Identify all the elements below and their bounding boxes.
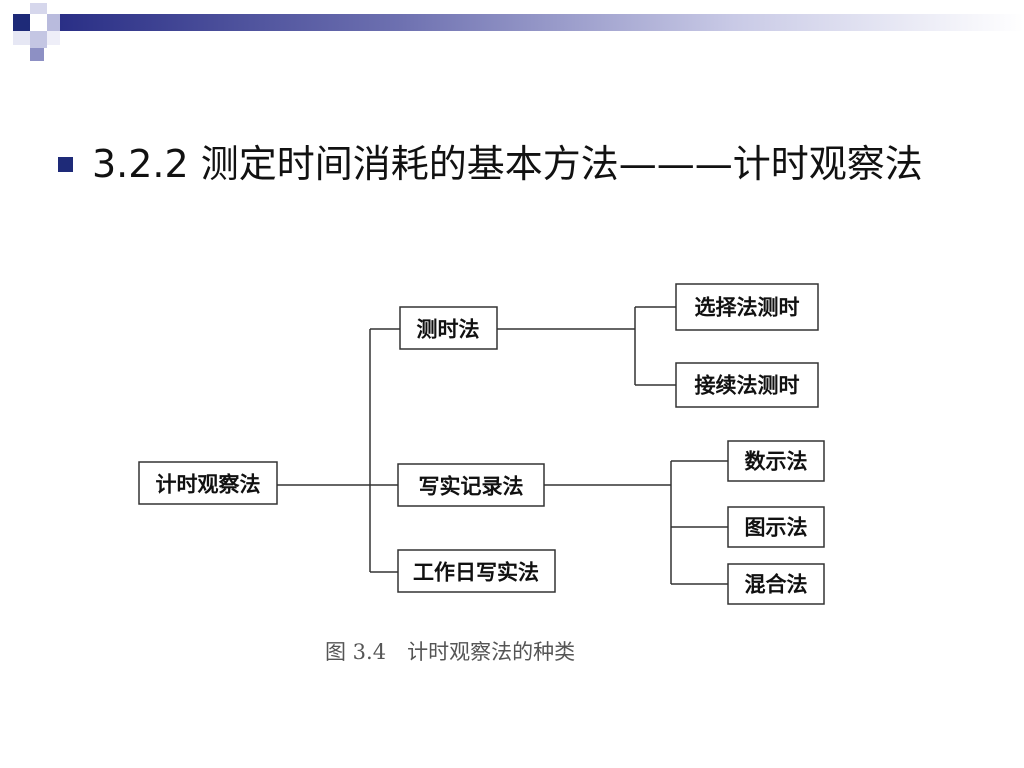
leaf-label: 混合法 <box>745 572 808 597</box>
root-node-box <box>138 461 278 505</box>
leaf-label: 图示法 <box>745 515 808 540</box>
decor-square <box>13 14 30 31</box>
slide-header-decoration <box>0 0 1024 61</box>
branch-label-recording: 写实记录法 <box>419 474 524 499</box>
figure-caption: 图 3.4 计时观察法的种类 <box>325 640 575 664</box>
leaf-label: 接续法测时 <box>695 373 800 398</box>
root-node-label: 计时观察法 <box>156 472 261 497</box>
decor-square <box>13 31 30 45</box>
leaf-node-box <box>727 563 825 605</box>
branch-node-box <box>397 549 556 593</box>
bullet-square-icon <box>58 157 73 172</box>
decor-square <box>30 31 47 48</box>
slide-heading: 3.2.2 测定时间消耗的基本方法———计时观察法 <box>92 142 923 186</box>
leaf-node-box <box>727 506 825 548</box>
decor-square <box>30 48 44 61</box>
connector-lines <box>277 306 728 585</box>
leaf-node-box <box>675 283 819 331</box>
leaf-label: 选择法测时 <box>695 295 800 320</box>
branch-label-workday: 工作日写实法 <box>413 560 539 585</box>
decor-square <box>30 3 47 14</box>
header-gradient-bar <box>60 14 1024 31</box>
branch-node-box <box>397 463 545 507</box>
leaf-label: 数示法 <box>745 449 808 474</box>
decor-square <box>47 31 60 45</box>
leaf-node-box <box>727 440 825 482</box>
leaf-node-box <box>675 362 819 408</box>
decor-square <box>47 14 60 31</box>
branch-node-box <box>399 306 498 350</box>
node-boxes <box>138 283 825 605</box>
node-labels: 计时观察法 测时法 写实记录法 工作日写实法 选择法测时 接续法测时 数示法 图… <box>156 295 808 597</box>
branch-label-timing: 测时法 <box>417 317 480 342</box>
